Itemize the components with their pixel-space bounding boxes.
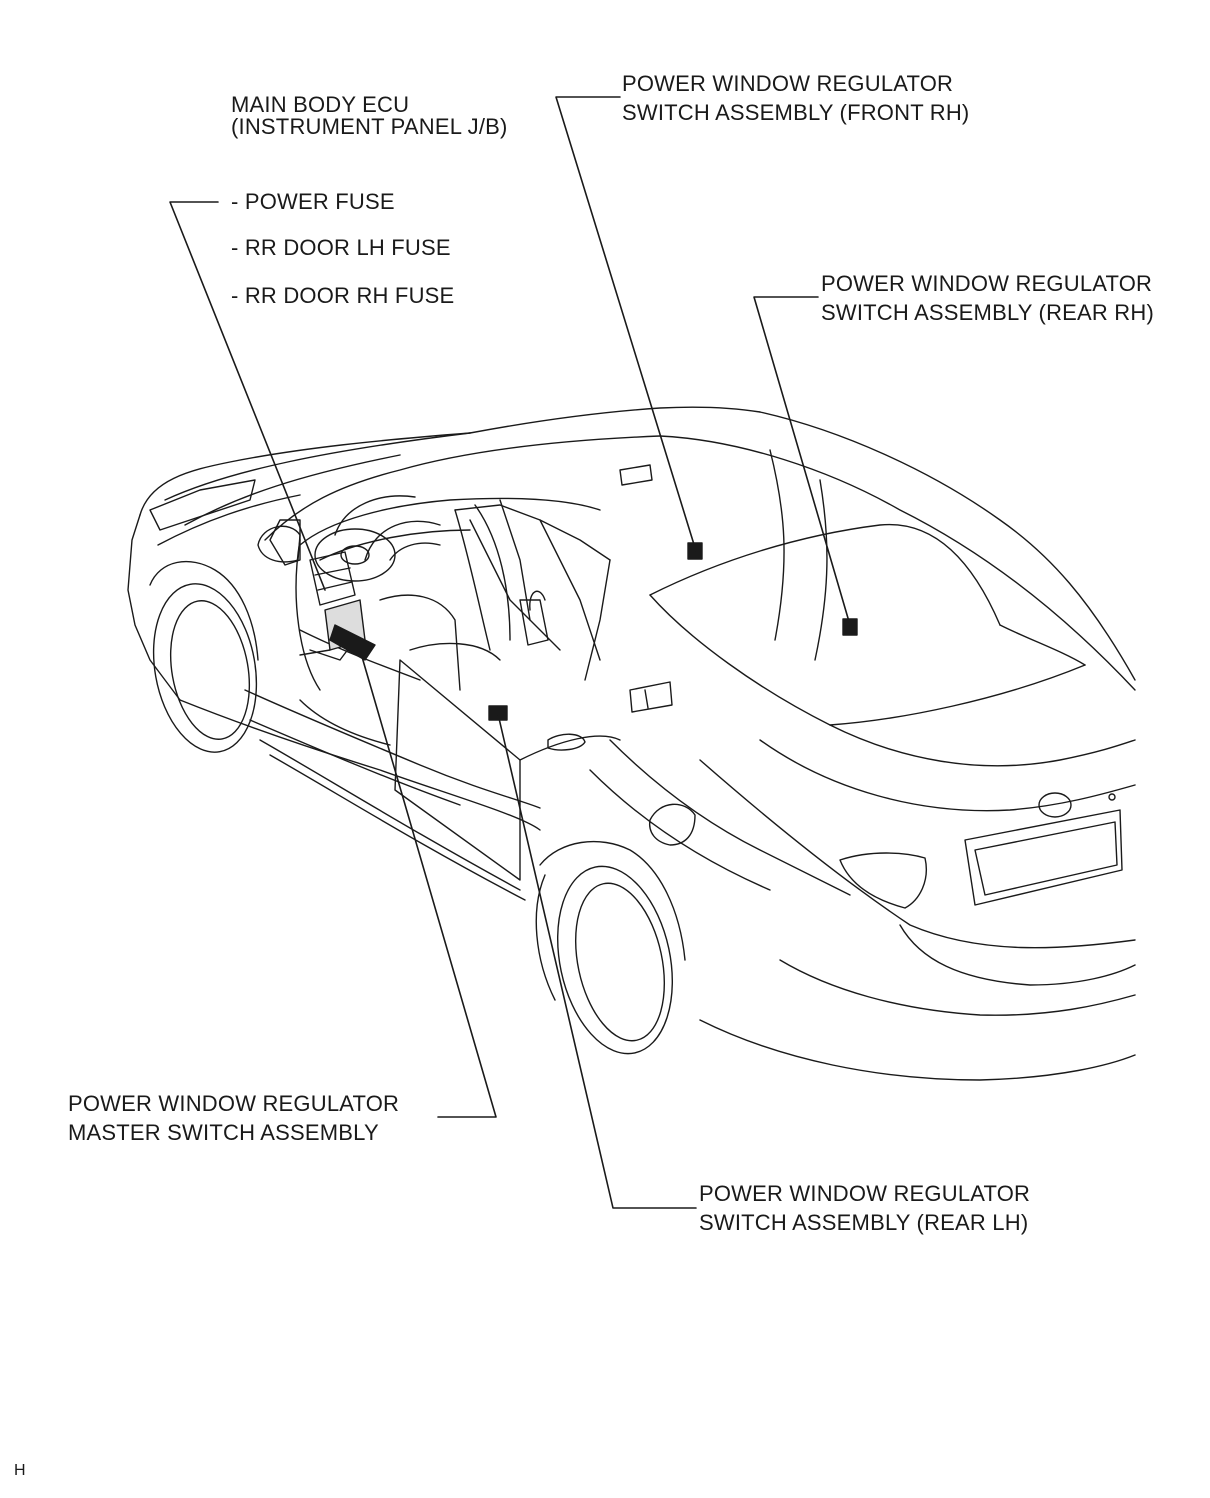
rear-lh-switch-component <box>488 705 508 721</box>
leader-line-fuses <box>169 201 326 591</box>
front-rh-line2: SWITCH ASSEMBLY (FRONT RH) <box>622 100 970 125</box>
leader-line-rear-lh <box>497 713 697 1209</box>
rear-rh-switch-label: POWER WINDOW REGULATOR SWITCH ASSEMBLY (… <box>821 271 1154 326</box>
leader-line-master <box>359 649 497 1118</box>
master-switch-component <box>329 624 376 661</box>
leader-line-rear-rh <box>753 296 851 626</box>
front-rh-switch-component <box>687 542 703 560</box>
main-body-ecu-line2: (INSTRUMENT PANEL J/B) <box>231 114 508 139</box>
master-switch-label: POWER WINDOW REGULATOR MASTER SWITCH ASS… <box>68 1091 399 1146</box>
main-body-ecu-line1: MAIN BODY ECU <box>231 92 410 117</box>
corner-code: H <box>14 1462 26 1479</box>
rear-rh-line1: POWER WINDOW REGULATOR <box>821 271 1153 296</box>
front-rh-line1: POWER WINDOW REGULATOR <box>622 71 954 96</box>
master-line1: POWER WINDOW REGULATOR <box>68 1091 400 1116</box>
front-rh-switch-label: POWER WINDOW REGULATOR SWITCH ASSEMBLY (… <box>622 71 969 126</box>
fuse-power-label: - POWER FUSE <box>231 189 395 214</box>
master-line2: MASTER SWITCH ASSEMBLY <box>68 1120 379 1145</box>
leader-lines <box>169 96 851 1209</box>
rear-rh-switch-component <box>842 618 858 636</box>
rear-lh-line1: POWER WINDOW REGULATOR <box>699 1181 1031 1206</box>
main-body-ecu-label: MAIN BODY ECU (INSTRUMENT PANEL J/B) <box>231 92 508 140</box>
rear-wheel <box>535 840 686 1055</box>
leader-line-front-rh <box>555 96 697 552</box>
rear-lh-switch-label: POWER WINDOW REGULATOR SWITCH ASSEMBLY (… <box>699 1181 1030 1236</box>
rear-lh-line2: SWITCH ASSEMBLY (REAR LH) <box>699 1210 1029 1235</box>
interior-detail <box>257 464 673 881</box>
rear-rh-line2: SWITCH ASSEMBLY (REAR RH) <box>821 300 1155 325</box>
car-body-outline <box>127 406 1136 1081</box>
front-wheel <box>149 560 259 753</box>
fuse-rr-door-rh-label: - RR DOOR RH FUSE <box>231 283 455 308</box>
fuse-rr-door-lh-label: - RR DOOR LH FUSE <box>231 235 451 260</box>
